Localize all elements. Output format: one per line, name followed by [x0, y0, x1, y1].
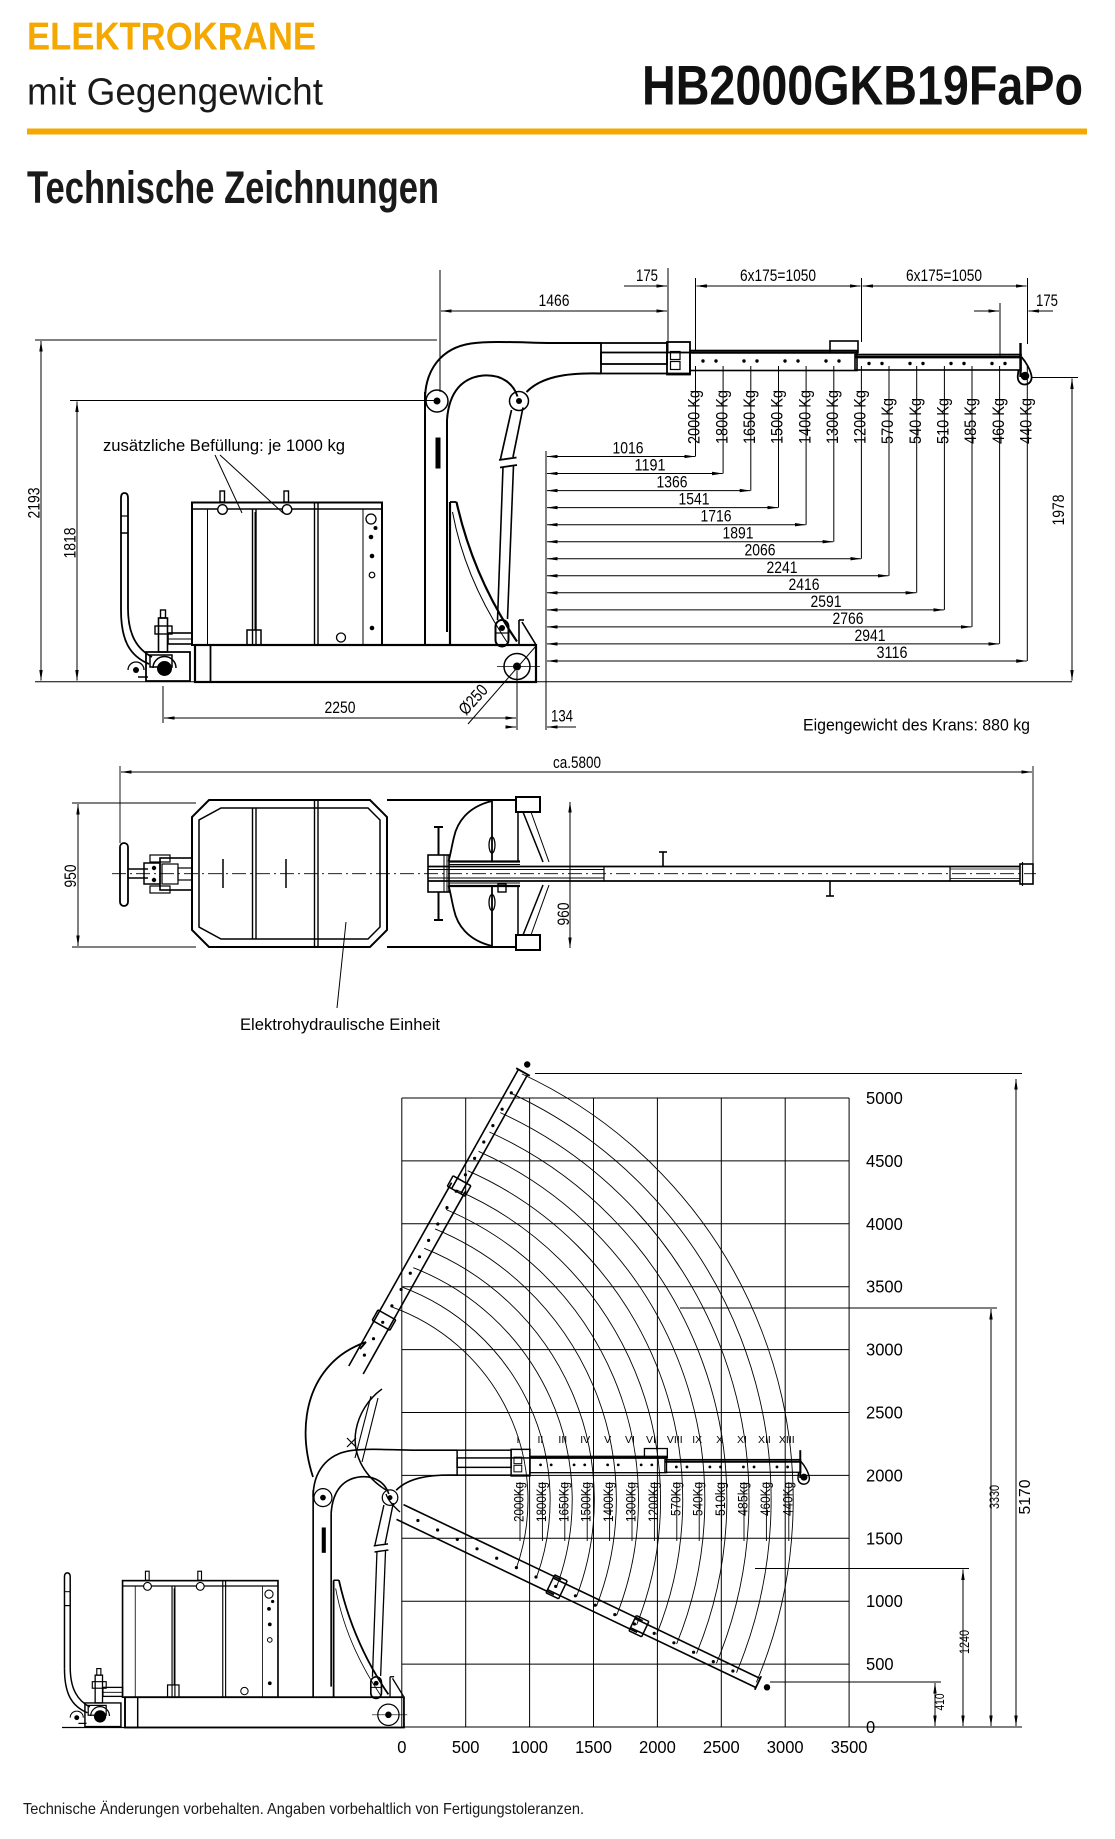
svg-text:1650Kg: 1650Kg	[556, 1482, 571, 1522]
svg-text:1716: 1716	[701, 507, 732, 526]
svg-text:III: III	[558, 1434, 567, 1446]
svg-text:2500: 2500	[866, 1403, 903, 1423]
svg-text:1200Kg: 1200Kg	[646, 1482, 661, 1522]
svg-text:570 Kg: 570 Kg	[878, 398, 897, 444]
svg-text:Eigengewicht des Krans: 880 kg: Eigengewicht des Krans: 880 kg	[803, 716, 1030, 735]
svg-text:1400Kg: 1400Kg	[601, 1482, 616, 1522]
svg-text:3116: 3116	[877, 643, 908, 662]
svg-text:485kg: 485kg	[736, 1482, 751, 1516]
svg-text:2500: 2500	[703, 1737, 740, 1757]
svg-text:1191: 1191	[635, 456, 666, 475]
svg-text:1016: 1016	[613, 439, 644, 458]
svg-text:175: 175	[1036, 291, 1058, 310]
svg-text:960: 960	[554, 903, 573, 926]
svg-text:1500: 1500	[866, 1528, 903, 1548]
svg-text:VIII: VIII	[667, 1434, 683, 1446]
svg-text:VI: VI	[625, 1434, 635, 1446]
svg-text:I: I	[517, 1434, 520, 1446]
svg-text:2066: 2066	[745, 541, 776, 560]
svg-text:1000: 1000	[511, 1737, 548, 1757]
svg-text:II: II	[537, 1434, 543, 1446]
svg-text:1400 Kg: 1400 Kg	[795, 390, 814, 444]
svg-text:1240: 1240	[956, 1630, 972, 1654]
svg-text:5000: 5000	[866, 1088, 903, 1108]
svg-text:1366: 1366	[657, 473, 688, 492]
svg-text:Ø250: Ø250	[455, 681, 492, 719]
svg-text:1000: 1000	[866, 1591, 903, 1611]
svg-text:2000 Kg: 2000 Kg	[685, 390, 704, 444]
svg-text:510kg: 510kg	[713, 1482, 728, 1516]
svg-text:IX: IX	[692, 1434, 702, 1446]
svg-text:2241: 2241	[767, 558, 798, 577]
svg-text:1500Kg: 1500Kg	[579, 1482, 594, 1522]
svg-text:1891: 1891	[723, 524, 754, 543]
svg-text:1500 Kg: 1500 Kg	[768, 390, 787, 444]
svg-text:1800 Kg: 1800 Kg	[712, 390, 731, 444]
svg-text:2250: 2250	[325, 698, 356, 717]
svg-text:XIII: XIII	[779, 1434, 795, 1446]
svg-text:410: 410	[932, 1694, 947, 1711]
svg-text:1500: 1500	[575, 1737, 612, 1757]
svg-text:2591: 2591	[811, 592, 842, 611]
svg-text:5170: 5170	[1017, 1479, 1034, 1514]
svg-text:3330: 3330	[986, 1485, 1002, 1509]
svg-text:HB2000GKB19FaPo: HB2000GKB19FaPo	[642, 54, 1083, 117]
svg-text:485 Kg: 485 Kg	[961, 398, 980, 444]
svg-text:1800Kg: 1800Kg	[534, 1482, 549, 1522]
svg-text:2000Kg: 2000Kg	[512, 1482, 527, 1522]
svg-text:2766: 2766	[833, 609, 864, 628]
svg-text:540Kg: 540Kg	[691, 1482, 706, 1516]
svg-text:3500: 3500	[831, 1737, 868, 1757]
svg-text:1818: 1818	[61, 528, 80, 559]
svg-text:460 Kg: 460 Kg	[989, 398, 1008, 444]
svg-text:Technische Zeichnungen: Technische Zeichnungen	[27, 162, 439, 213]
svg-text:440Kg: 440Kg	[780, 1482, 795, 1516]
svg-text:6x175=1050: 6x175=1050	[740, 266, 816, 285]
svg-text:2000: 2000	[639, 1737, 676, 1757]
svg-text:1466: 1466	[539, 291, 570, 310]
svg-text:1300Kg: 1300Kg	[624, 1482, 639, 1522]
svg-text:440 Kg: 440 Kg	[1017, 398, 1036, 444]
svg-text:3000: 3000	[767, 1737, 804, 1757]
svg-text:2193: 2193	[25, 488, 44, 519]
svg-text:Elektrohydraulische Einheit: Elektrohydraulische Einheit	[240, 1015, 440, 1034]
svg-text:1541: 1541	[679, 490, 710, 509]
svg-text:zusätzliche Befüllung: je 1000: zusätzliche Befüllung: je 1000 kg	[103, 436, 345, 455]
svg-text:950: 950	[61, 865, 80, 888]
svg-text:175: 175	[636, 266, 658, 285]
svg-text:0: 0	[397, 1737, 406, 1757]
svg-text:2000: 2000	[866, 1465, 903, 1485]
svg-text:3000: 3000	[866, 1340, 903, 1360]
svg-text:3500: 3500	[866, 1277, 903, 1297]
svg-text:134: 134	[551, 707, 573, 726]
svg-text:XI: XI	[737, 1434, 747, 1446]
svg-text:ELEKTROKRANE: ELEKTROKRANE	[27, 16, 316, 59]
svg-text:1300 Kg: 1300 Kg	[823, 390, 842, 444]
svg-text:500: 500	[452, 1737, 480, 1757]
svg-text:X: X	[716, 1434, 723, 1446]
svg-text:ca.5800: ca.5800	[553, 753, 601, 772]
svg-text:500: 500	[866, 1654, 894, 1674]
svg-text:4000: 4000	[866, 1214, 903, 1234]
svg-text:540 Kg: 540 Kg	[906, 398, 925, 444]
svg-text:2416: 2416	[789, 575, 820, 594]
svg-text:1650 Kg: 1650 Kg	[740, 390, 759, 444]
svg-text:510 Kg: 510 Kg	[934, 398, 953, 444]
svg-text:6x175=1050: 6x175=1050	[906, 266, 982, 285]
svg-text:mit Gegengewicht: mit Gegengewicht	[27, 72, 323, 114]
svg-text:IV: IV	[580, 1434, 590, 1446]
svg-text:Technische Änderungen vorbehal: Technische Änderungen vorbehalten. Angab…	[23, 1800, 584, 1818]
svg-text:V: V	[604, 1434, 611, 1446]
svg-text:4500: 4500	[866, 1151, 903, 1171]
svg-text:VII: VII	[646, 1434, 659, 1446]
svg-text:1200 Kg: 1200 Kg	[851, 390, 870, 444]
svg-text:2941: 2941	[855, 626, 886, 645]
svg-text:1978: 1978	[1049, 495, 1068, 526]
svg-text:570Kg: 570Kg	[668, 1482, 683, 1516]
svg-text:XII: XII	[758, 1434, 771, 1446]
svg-text:460Kg: 460Kg	[758, 1482, 773, 1516]
